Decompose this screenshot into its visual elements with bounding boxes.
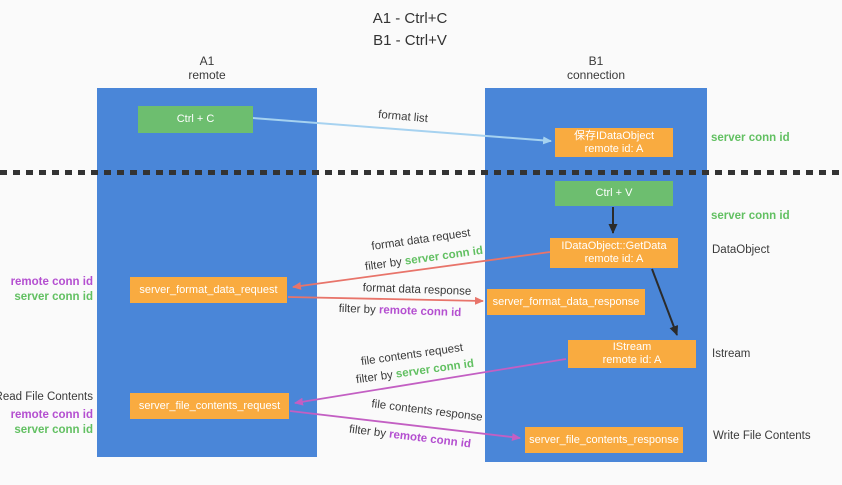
lane-b1-name: B1 [588,54,604,68]
node-ctrl-c-label: Ctrl + C [176,113,215,125]
node-server-file-contents-response: server_file_contents_response [525,427,683,453]
label-server-conn-id-left-top: server conn id [14,291,93,303]
node-istream-line2: remote id: A [602,354,662,366]
label-server-conn-id-right-top: server conn id [711,132,790,144]
label-dataobject: DataObject [712,244,770,256]
diagram-title-line2: B1 - Ctrl+V [373,32,447,49]
node-istream: IStream remote id: A [568,340,696,368]
label-format-data-response: format data response [362,282,472,298]
node-idataobject-getdata-line1: IDataObject::GetData [561,240,667,252]
session-divider-dotted-line [0,170,842,175]
label-file-contents-response: file contents response [370,398,484,424]
node-server-format-data-response: server_format_data_response [487,289,645,315]
node-server-format-data-request: server_format_data_request [130,277,287,303]
filter-by-text: filter by [355,368,397,387]
label-format-list: format list [377,108,429,126]
filter-by-text: filter by [348,423,390,441]
node-idataobject-getdata: IDataObject::GetData remote id: A [550,238,678,268]
node-idataobject-getdata-line2: remote id: A [584,253,644,265]
lane-a1-subtitle: remote [188,68,226,82]
label-remote-conn-id-left-top: remote conn id [10,276,93,288]
diagram-title: A1 - Ctrl+C B1 - Ctrl+V [373,8,448,52]
lane-a1-header: A1 remote [188,54,225,82]
node-server-file-contents-request-label: server_file_contents_request [138,399,281,412]
node-server-format-data-request-label: server_format_data_request [139,283,278,296]
node-save-idataobject-line2: remote id: A [584,142,644,155]
lane-a1-name: A1 [199,54,215,68]
node-server-file-contents-request: server_file_contents_request [130,393,289,419]
filter-by-text: filter by [338,302,380,317]
remote-conn-id-text: remote conn id [388,428,472,451]
label-read-file-contents: Read File Contents [0,391,93,403]
node-save-idataobject: 保存IDataObject remote id: A [555,128,673,157]
label-server-conn-id-left-bottom: server conn id [14,424,93,436]
label-server-conn-id-right-mid: server conn id [711,210,790,222]
label-filter-by-remote-conn-id-file: filter by remote conn id [348,424,471,451]
label-write-file-contents: Write File Contents [713,430,811,442]
label-istream: Istream [712,348,751,360]
lane-b1-subtitle: connection [566,68,626,82]
filter-by-text: filter by [364,255,406,274]
label-remote-conn-id-left-bottom: remote conn id [10,409,93,421]
node-server-file-contents-response-label: server_file_contents_response [529,433,679,446]
remote-conn-id-text: remote conn id [378,304,462,320]
node-ctrl-v: Ctrl + V [555,181,673,206]
label-filter-by-remote-conn-id-format: filter by remote conn id [338,303,461,319]
node-istream-line1: IStream [612,341,652,353]
server-conn-id-text: server conn id [404,244,484,268]
node-save-idataobject-line1: 保存IDataObject [573,129,655,142]
node-server-format-data-response-label: server_format_data_response [492,295,640,308]
node-ctrl-c: Ctrl + C [138,106,253,133]
diagram-title-line1: A1 - Ctrl+C [372,10,448,27]
node-ctrl-v-label: Ctrl + V [595,187,633,199]
arrow-format-data-response [287,296,484,305]
lane-b1-header: B1 connection [567,54,625,82]
